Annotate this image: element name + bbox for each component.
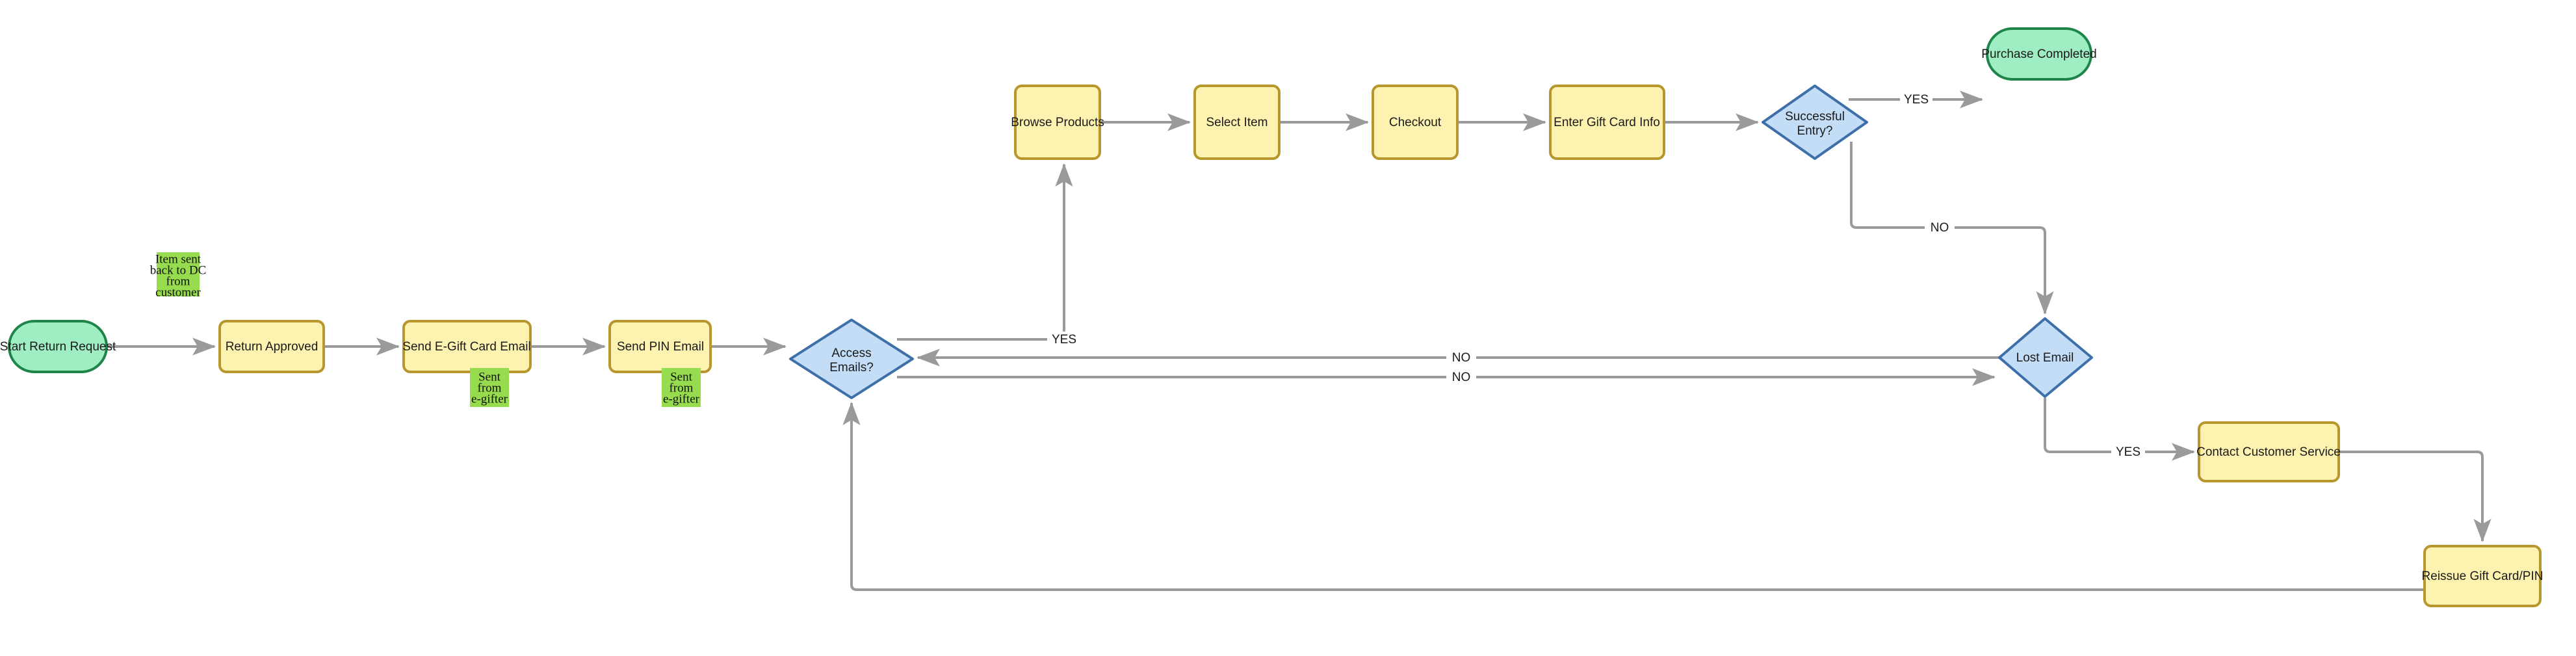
edge-label-access-yes: YES xyxy=(1052,333,1076,347)
node-label-enter-gift-card-info: Enter Gift Card Info xyxy=(1554,116,1660,129)
edge-label-backdrop xyxy=(2111,444,2145,460)
edge-label-backdrop xyxy=(1446,369,1476,385)
node-label-checkout: Checkout xyxy=(1389,116,1442,129)
edge-label-successful-no: NO xyxy=(1931,221,1949,235)
node-send-egift-card-email[interactable]: Send E-Gift Card Email xyxy=(402,320,532,373)
edge-label-lost-email-yes: YES xyxy=(2116,445,2140,459)
note2-line-1: Sent xyxy=(670,370,693,384)
node-label-return-approved: Return Approved xyxy=(226,340,319,354)
edge-access-emails-yes-to-browse-products: YES xyxy=(897,163,1081,347)
edge-contact-customer-service-to-reissue xyxy=(2339,451,2491,542)
node-label-select-item: Select Item xyxy=(1206,116,1268,129)
note1-line-1: Sent xyxy=(478,370,501,384)
node-reissue-gift-card-pin[interactable]: Reissue Gift Card/PIN xyxy=(2422,545,2543,607)
note1-line-2: from xyxy=(478,381,502,395)
note-line-4: customer xyxy=(155,285,201,299)
node-label-reissue-gift-card-pin: Reissue Gift Card/PIN xyxy=(2422,570,2543,583)
edges-layer: YES YES xyxy=(108,90,2491,591)
node-select-item[interactable]: Select Item xyxy=(1193,85,1281,160)
edge-successful-entry-no-to-lost-email: NO xyxy=(1850,142,2054,315)
node-label-successful-entry-line-2: Entry? xyxy=(1797,124,1833,138)
edge-label-access-emails-no: NO xyxy=(1452,371,1471,384)
note-item-sent-back-to-dc: Item sent back to DC from customer xyxy=(150,252,207,299)
note2-line-2: from xyxy=(670,381,694,395)
edge-label-lost-email-no: NO xyxy=(1452,351,1471,365)
edge-successful-entry-yes-to-purchase-completed: YES xyxy=(1849,90,1983,109)
node-label-successful-entry-line-1: Successful xyxy=(1785,110,1845,124)
node-label-purchase-completed: Purchase Completed xyxy=(1981,47,2096,61)
node-successful-entry-decision[interactable]: Successful Entry? xyxy=(1762,85,1868,160)
note1-line-3: e-gifter xyxy=(471,392,508,406)
edge-label-backdrop xyxy=(1047,332,1081,347)
edge-lost-email-no-to-access-emails: NO xyxy=(917,348,1999,367)
node-lost-email-decision[interactable]: Lost Email xyxy=(1998,317,2093,398)
node-return-approved[interactable]: Return Approved xyxy=(218,320,325,373)
node-browse-products[interactable]: Browse Products xyxy=(1011,85,1104,160)
node-label-browse-products: Browse Products xyxy=(1011,116,1104,129)
note-sent-from-egifter-1: Sent from e-gifter xyxy=(470,368,509,407)
edge-label-backdrop xyxy=(1446,350,1476,365)
node-contact-customer-service[interactable]: Contact Customer Service xyxy=(2196,421,2341,482)
node-access-emails-decision[interactable]: Access Emails? xyxy=(789,319,914,399)
note-line-2: back to DC xyxy=(150,263,207,277)
node-label-send-pin-email: Send PIN Email xyxy=(617,340,704,354)
edge-reissue-to-access-emails xyxy=(842,402,2423,591)
edge-label-backdrop xyxy=(1900,92,1932,107)
node-purchase-completed[interactable]: Purchase Completed xyxy=(1981,27,2097,81)
nodes-layer: Start Return Request Item sent back to D… xyxy=(0,27,2543,607)
edge-label-backdrop xyxy=(1925,220,1955,235)
edge-access-emails-no-to-lost-email: NO xyxy=(897,368,1996,386)
note-sent-from-egifter-2: Sent from e-gifter xyxy=(662,368,701,407)
node-label-access-emails-line-2: Emails? xyxy=(829,361,874,374)
note-line-3: from xyxy=(166,274,190,288)
note2-line-3: e-gifter xyxy=(663,392,700,406)
edge-lost-email-yes-to-contact-customer-service: YES xyxy=(2044,398,2195,461)
node-label-start-return-request: Start Return Request xyxy=(0,340,116,354)
edge-label-successful-yes: YES xyxy=(1904,93,1929,107)
node-send-pin-email[interactable]: Send PIN Email xyxy=(608,320,712,373)
node-label-contact-customer-service: Contact Customer Service xyxy=(2196,445,2341,459)
node-label-send-egift-card-email: Send E-Gift Card Email xyxy=(402,340,530,354)
node-enter-gift-card-info[interactable]: Enter Gift Card Info xyxy=(1549,85,1665,160)
node-checkout[interactable]: Checkout xyxy=(1372,85,1459,160)
node-label-access-emails-line-1: Access xyxy=(831,347,871,360)
note-line-1: Item sent xyxy=(155,252,202,266)
node-label-lost-email: Lost Email xyxy=(2016,351,2074,365)
node-start-return-request[interactable]: Start Return Request xyxy=(0,320,116,373)
